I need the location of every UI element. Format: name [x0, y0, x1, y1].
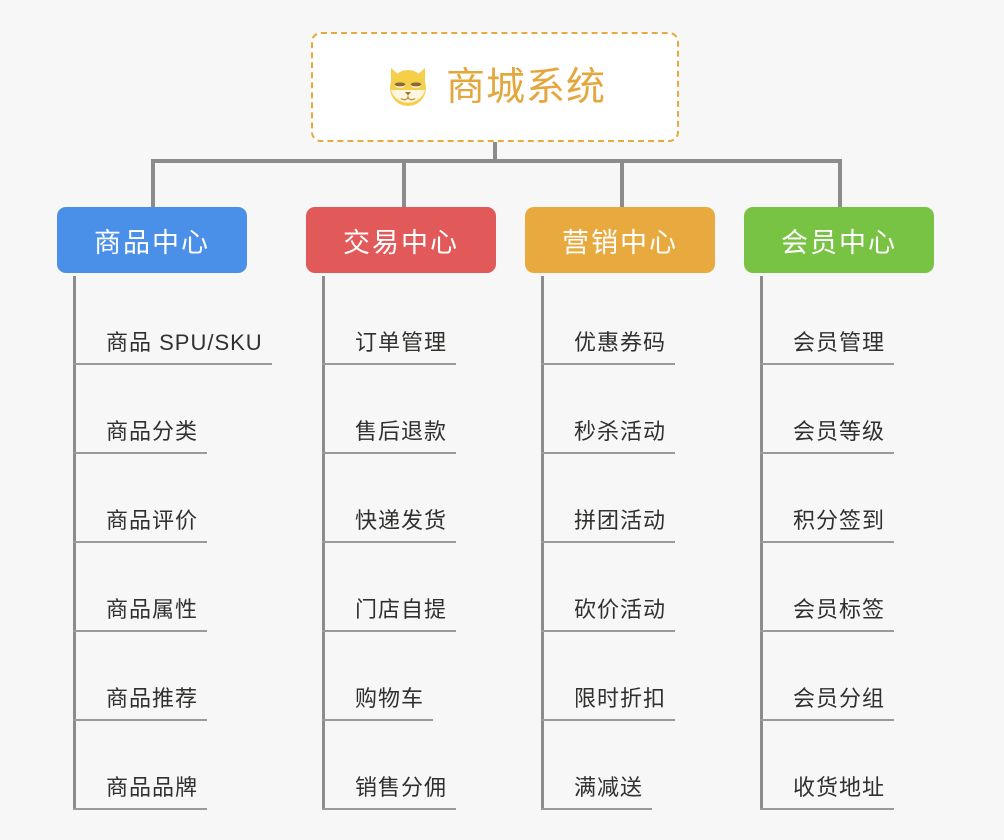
- list-item[interactable]: 商品推荐: [73, 632, 247, 721]
- branch-items-3: 会员管理 会员等级 积分签到 会员标签 会员分组 收货地址: [760, 276, 934, 810]
- root-node[interactable]: 商城系统: [311, 32, 679, 142]
- branch-header-2[interactable]: 营销中心: [525, 207, 715, 273]
- branch-items-2: 优惠券码 秒杀活动 拼团活动 砍价活动 限时折扣 满减送: [541, 276, 715, 810]
- leaf-label: 会员等级: [793, 418, 886, 444]
- leaf-label: 订单管理: [355, 329, 448, 355]
- list-item[interactable]: 秒杀活动: [541, 365, 715, 454]
- list-item[interactable]: 会员标签: [760, 543, 934, 632]
- leaf-underline: [322, 808, 456, 810]
- leaf-underline: [760, 452, 894, 454]
- leaf-label: 优惠券码: [574, 329, 667, 355]
- branch-items-0: 商品 SPU/SKU 商品分类 商品评价 商品属性 商品推荐 商品品牌: [73, 276, 272, 810]
- list-item[interactable]: 售后退款: [322, 365, 496, 454]
- list-item[interactable]: 购物车: [322, 632, 496, 721]
- branch-column-1: 交易中心 订单管理 售后退款 快递发货 门店自提 购物车: [306, 207, 496, 810]
- list-item[interactable]: 商品分类: [73, 365, 247, 454]
- list-item[interactable]: 商品属性: [73, 543, 247, 632]
- leaf-underline: [73, 363, 272, 365]
- leaf-label: 销售分佣: [355, 774, 448, 800]
- list-item[interactable]: 门店自提: [322, 543, 496, 632]
- connector-root-stem: [493, 142, 497, 162]
- leaf-label: 满减送: [574, 774, 644, 800]
- leaf-underline: [760, 630, 894, 632]
- list-item[interactable]: 积分签到: [760, 454, 934, 543]
- leaf-label: 商品品牌: [106, 774, 199, 800]
- leaf-label: 商品分类: [106, 418, 199, 444]
- leaf-label: 拼团活动: [574, 507, 667, 533]
- connector-drop-1: [402, 159, 406, 207]
- leaf-underline: [541, 719, 675, 721]
- leaf-label: 商品推荐: [106, 685, 199, 711]
- leaf-label: 商品 SPU/SKU: [106, 329, 263, 355]
- leaf-underline: [541, 808, 652, 810]
- root-title: 商城系统: [445, 65, 606, 109]
- leaf-label: 售后退款: [355, 418, 448, 444]
- list-item[interactable]: 商品品牌: [73, 721, 247, 810]
- list-item[interactable]: 限时折扣: [541, 632, 715, 721]
- leaf-label: 商品评价: [106, 507, 199, 533]
- connector-drop-0: [151, 159, 155, 207]
- leaf-label: 会员标签: [793, 596, 886, 622]
- leaf-underline: [73, 719, 207, 721]
- list-item[interactable]: 会员管理: [760, 276, 934, 365]
- leaf-label: 商品属性: [106, 596, 199, 622]
- list-item[interactable]: 收货地址: [760, 721, 934, 810]
- leaf-label: 门店自提: [355, 596, 448, 622]
- leaf-label: 购物车: [355, 685, 425, 711]
- branch-header-0[interactable]: 商品中心: [57, 207, 247, 273]
- leaf-underline: [322, 363, 456, 365]
- leaf-underline: [760, 541, 894, 543]
- list-item[interactable]: 砍价活动: [541, 543, 715, 632]
- leaf-label: 快递发货: [355, 507, 448, 533]
- leaf-label: 收货地址: [793, 774, 886, 800]
- branch-column-0: 商品中心 商品 SPU/SKU 商品分类 商品评价 商品属性 商品推荐: [57, 207, 272, 810]
- leaf-underline: [322, 630, 456, 632]
- list-item[interactable]: 拼团活动: [541, 454, 715, 543]
- leaf-underline: [73, 541, 207, 543]
- list-item[interactable]: 会员分组: [760, 632, 934, 721]
- leaf-underline: [322, 541, 456, 543]
- leaf-underline: [541, 630, 675, 632]
- leaf-underline: [760, 363, 894, 365]
- list-item[interactable]: 会员等级: [760, 365, 934, 454]
- leaf-underline: [760, 719, 894, 721]
- connector-drop-3: [838, 159, 842, 207]
- leaf-underline: [322, 719, 433, 721]
- branch-items-1: 订单管理 售后退款 快递发货 门店自提 购物车 销售分佣: [322, 276, 496, 810]
- leaf-label: 秒杀活动: [574, 418, 667, 444]
- branch-header-1[interactable]: 交易中心: [306, 207, 496, 273]
- list-item[interactable]: 订单管理: [322, 276, 496, 365]
- leaf-underline: [541, 363, 675, 365]
- leaf-label: 会员分组: [793, 685, 886, 711]
- leaf-label: 积分签到: [793, 507, 886, 533]
- leaf-underline: [73, 630, 207, 632]
- list-item[interactable]: 商品评价: [73, 454, 247, 543]
- list-item[interactable]: 满减送: [541, 721, 715, 810]
- leaf-underline: [73, 452, 207, 454]
- leaf-underline: [73, 808, 207, 810]
- list-item[interactable]: 销售分佣: [322, 721, 496, 810]
- shiba-dog-face-icon: [384, 63, 432, 111]
- leaf-underline: [541, 452, 675, 454]
- leaf-underline: [760, 808, 894, 810]
- connector-horizontal-bus: [151, 159, 839, 163]
- list-item[interactable]: 优惠券码: [541, 276, 715, 365]
- branch-header-3[interactable]: 会员中心: [744, 207, 934, 273]
- leaf-underline: [541, 541, 675, 543]
- leaf-label: 限时折扣: [574, 685, 667, 711]
- connector-drop-2: [620, 159, 624, 207]
- list-item[interactable]: 快递发货: [322, 454, 496, 543]
- leaf-label: 砍价活动: [574, 596, 667, 622]
- leaf-underline: [322, 452, 456, 454]
- branch-column-2: 营销中心 优惠券码 秒杀活动 拼团活动 砍价活动 限时折扣: [525, 207, 715, 810]
- list-item[interactable]: 商品 SPU/SKU: [73, 276, 272, 365]
- branch-column-3: 会员中心 会员管理 会员等级 积分签到 会员标签 会员分组: [744, 207, 934, 810]
- leaf-label: 会员管理: [793, 329, 886, 355]
